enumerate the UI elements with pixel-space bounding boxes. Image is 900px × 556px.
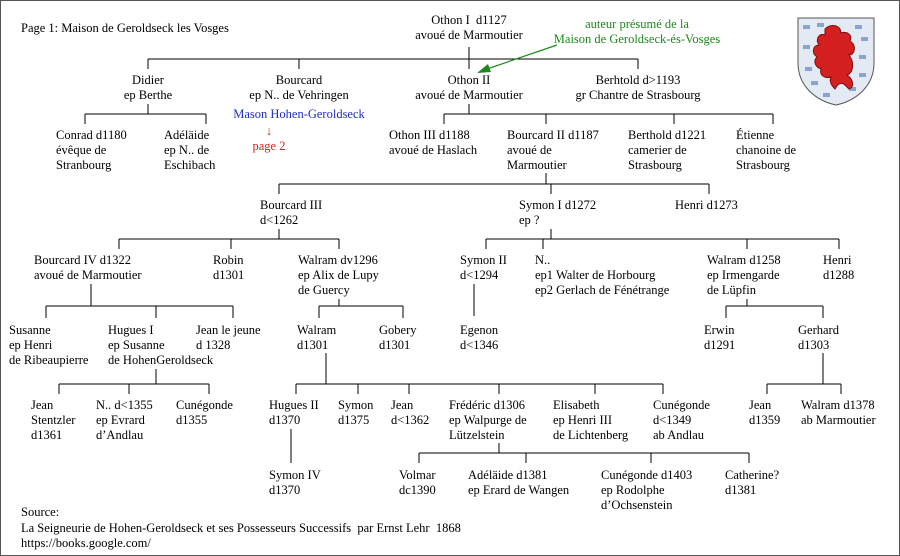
- person-berthold-camerier: Berthold d1221 camerier de Strasbourg: [628, 128, 707, 172]
- presumed-founder-annotation: auteur présumé de la Maison de Geroldsec…: [553, 17, 721, 46]
- person-etienne: Étienne chanoine de Strasbourg: [736, 128, 797, 172]
- person-erwin: Erwin d1291: [704, 323, 736, 352]
- person-cunegonde-1349: Cunégonde d<1349 ab Andlau: [653, 398, 710, 442]
- person-cunegonde-1403: Cunégonde d1403 ep Rodolphe d’Ochsenstei…: [601, 468, 693, 512]
- person-gerhard: Gerhard d1303: [798, 323, 839, 352]
- annotation-arrow: [486, 44, 558, 70]
- person-henri-1288: Henri d1288: [823, 253, 855, 282]
- person-hugues-i: Hugues I ep Susanne de HohenGeroldseck: [108, 323, 214, 367]
- person-robin: Robin d1301: [213, 253, 245, 282]
- source-citation: La Seigneurie de Hohen-Geroldseck et ses…: [21, 521, 461, 535]
- person-gobery: Gobery d1301: [379, 323, 417, 352]
- person-bourcard-iv: Bourcard IV d1322 avoué de Marmoutier: [34, 253, 142, 282]
- person-berhtold: Berhtold d>1193 gr Chantre de Strasbourg: [575, 73, 701, 102]
- page-title: Page 1: Maison de Geroldseck les Vosges: [21, 21, 229, 35]
- person-othon-ii: Othon II avoué de Marmoutier: [415, 73, 523, 102]
- person-elisabeth: Elisabeth ep Henri III de Lichtenberg: [553, 398, 629, 442]
- person-walram-1258: Walram d1258 ep Irmengarde de Lüpfin: [707, 253, 781, 297]
- person-jean-stentzler: Jean Stentzler d1361: [31, 398, 76, 442]
- person-adelaide-wangen: Adéläide d1381 ep Erard de Wangen: [468, 468, 570, 497]
- person-henri-1273: Henri d1273: [675, 198, 738, 212]
- person-n-horbourg: N.. ep1 Walter de Horbourg ep2 Gerlach d…: [535, 253, 670, 297]
- source-label: Source:: [21, 505, 60, 519]
- person-symon-1375: Symon d1375: [338, 398, 374, 427]
- person-susanne: Susanne ep Henri de Ribeaupierre: [9, 323, 89, 367]
- person-n-andlau: N.. d<1355 ep Evrard d’Andlau: [96, 398, 153, 442]
- person-walram-1378: Walram d1378 ab Marmoutier: [801, 398, 876, 427]
- person-didier: Didier ep Berthe: [123, 73, 173, 102]
- person-walram-1301: Walram d1301: [297, 323, 337, 352]
- person-jean-le-jeune: Jean le jeune d 1328: [196, 323, 261, 352]
- person-symon-i: Symon I d1272 ep ?: [519, 198, 597, 227]
- person-hugues-ii: Hugues II d1370: [269, 398, 319, 427]
- person-bourcard-ii: Bourcard II d1187 avoué de Marmoutier: [507, 128, 599, 172]
- person-jean-1362: Jean d<1362: [391, 398, 430, 427]
- person-symon-ii: Symon II d<1294: [460, 253, 507, 282]
- page-2-reference[interactable]: ↓ page 2: [252, 124, 286, 153]
- person-adelaide-eschibach: Adéläide ep N.. de Eschibach: [164, 128, 216, 172]
- person-bourcard-iii: Bourcard III d<1262: [260, 198, 323, 227]
- person-bourcard-vehringen: Bourcard ep N.. de Vehringen: [249, 73, 349, 102]
- source-url[interactable]: https://books.google.com/: [21, 536, 151, 550]
- link-hohen-geroldseck[interactable]: Mason Hohen-Geroldseck: [233, 107, 365, 121]
- person-conrad: Conrad d1180 évêque de Stranbourg: [56, 128, 127, 172]
- person-othon-iii: Othon III d1188 avoué de Haslach: [389, 128, 478, 157]
- person-othon-i: Othon I d1127 avoué de Marmoutier: [415, 13, 523, 42]
- person-frederic: Frédéric d1306 ep Walpurge de Lützelstei…: [449, 398, 527, 442]
- person-egenon: Egenon d<1346: [460, 323, 499, 352]
- lion-rampant-shield-icon: [797, 17, 875, 106]
- person-jean-1359: Jean d1359: [749, 398, 781, 427]
- person-symon-iv: Symon IV d1370: [269, 468, 321, 497]
- person-walram-1296: Walram dv1296 ep Alix de Lupy de Guercy: [298, 253, 379, 297]
- person-cunegonde-1355: Cunégonde d1355: [176, 398, 233, 427]
- person-catherine: Catherine? d1381: [725, 468, 780, 497]
- annotation-arrowhead: [477, 64, 491, 73]
- person-volmar: Volmar dc1390: [399, 468, 436, 497]
